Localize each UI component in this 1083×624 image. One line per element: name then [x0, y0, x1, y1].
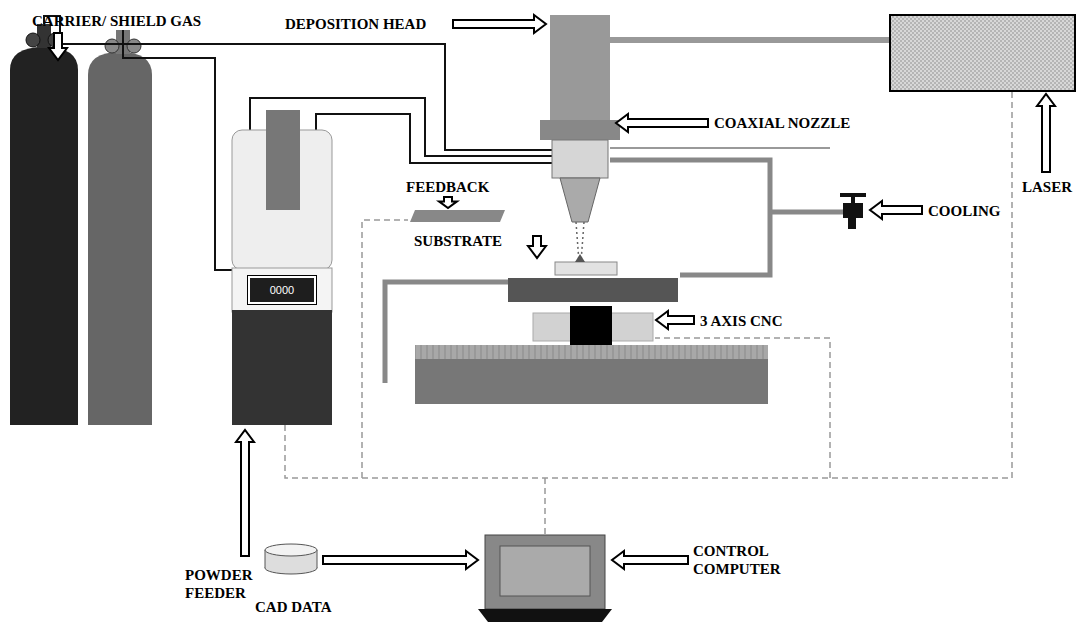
callout-label: POWDER FEEDER	[185, 566, 257, 602]
callout-label: DEPOSITION HEAD	[285, 15, 426, 33]
callout-label: CONTROL COMPUTER	[693, 542, 793, 578]
callout-label: CAD DATA	[255, 598, 332, 616]
callout-arrow	[656, 311, 694, 329]
callout-label: SUBSTRATE	[414, 232, 502, 250]
callout-label: FEEDBACK	[406, 178, 489, 196]
callout-arrow	[612, 551, 688, 569]
callout-label: COAXIAL NOZZLE	[714, 114, 850, 132]
callout-arrow	[439, 197, 457, 208]
callout-arrow	[1037, 94, 1055, 172]
callout-label: LASER	[1022, 178, 1072, 196]
callout-label: CARRIER/ SHIELD GAS	[32, 12, 201, 30]
callout-label: COOLING	[928, 202, 1001, 220]
callout-label: 3 AXIS CNC	[700, 312, 783, 330]
callout-arrow	[453, 15, 546, 33]
display-panel: 0000	[248, 276, 316, 304]
callout-arrow	[616, 114, 708, 132]
callout-arrow	[528, 236, 546, 258]
display-readout: 0000	[270, 284, 294, 296]
callout-arrow	[49, 33, 67, 60]
callout-arrow	[236, 430, 254, 556]
callout-arrow	[323, 551, 478, 569]
callout-arrow	[870, 201, 922, 219]
